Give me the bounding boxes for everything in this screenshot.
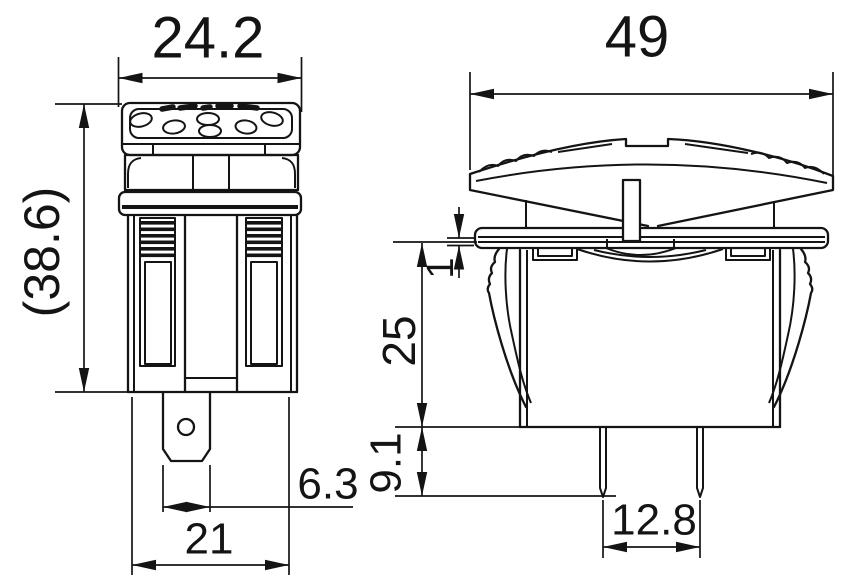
dim-side-width: 49 [469, 5, 834, 186]
dim-body-depth: 25 [373, 243, 523, 428]
dim-terminal-length-label: 9.1 [362, 432, 411, 493]
body-front [126, 213, 299, 394]
dim-pin-spacing: 12.8 [602, 496, 701, 558]
dim-lip: 1 [393, 207, 477, 279]
dim-terminal-length: 9.1 [362, 427, 616, 497]
pin-left [599, 427, 607, 498]
flange-side [473, 226, 830, 250]
terminal-hole [176, 417, 196, 437]
rocker-cap-side [468, 137, 835, 228]
actuator-stem [605, 178, 677, 256]
flange-front [117, 190, 303, 217]
dim-front-height: (38.6) [14, 103, 130, 393]
underflange-details [532, 247, 771, 263]
serrations-left [478, 149, 553, 173]
pin-right [696, 427, 704, 498]
dim-terminal-width: 6.3 [162, 460, 359, 513]
dim-front-height-label: (38.6) [14, 187, 70, 318]
dim-pin-spacing-label: 12.8 [611, 496, 697, 545]
snap-clip-right [772, 247, 814, 409]
side-dimensions: 49 1 25 9.1 12.8 [362, 5, 834, 558]
terminal-pins-side [599, 427, 704, 498]
rocker-cap-front [120, 101, 302, 157]
dim-lower-body-width-label: 21 [185, 515, 234, 564]
grip-dimples [129, 111, 284, 138]
dim-front-width-label: 24.2 [152, 6, 265, 71]
dim-front-width: 24.2 [117, 6, 303, 112]
snap-clip-left [486, 247, 528, 409]
body-side [486, 247, 814, 429]
terminal-blade-front [161, 390, 212, 463]
dim-side-width-label: 49 [605, 5, 670, 70]
molded-marking [159, 103, 260, 112]
dim-lip-label: 1 [420, 257, 462, 278]
dim-terminal-width-label: 6.3 [297, 460, 358, 509]
dim-body-depth-label: 25 [373, 315, 425, 366]
front-view [117, 101, 303, 463]
left-rib-block [139, 217, 176, 367]
serrations-right [750, 151, 825, 175]
front-dimensions: 24.2 (38.6) 6.3 21 [14, 6, 359, 575]
right-rib-block [245, 217, 283, 367]
side-view [468, 137, 835, 498]
dim-lower-body-width: 21 [131, 397, 290, 575]
bezel-front [123, 153, 300, 192]
